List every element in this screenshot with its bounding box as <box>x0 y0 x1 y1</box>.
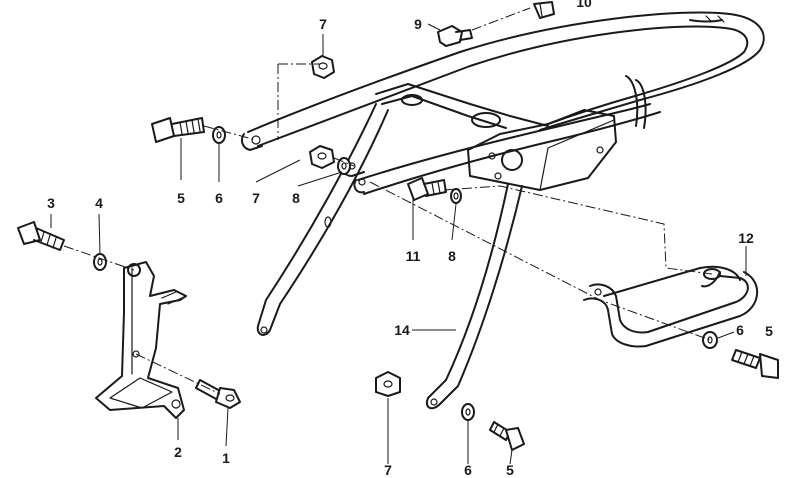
callout-2: 2 <box>174 444 182 460</box>
nut-7-middle <box>309 145 335 169</box>
callout-5-bottom: 5 <box>506 462 514 478</box>
right-strut <box>426 183 523 410</box>
washer-8-middle <box>337 157 351 175</box>
callout-1: 1 <box>222 450 230 466</box>
rear-frame-loop <box>241 11 765 195</box>
callout-7-bottom: 7 <box>384 462 392 478</box>
washer-6-right <box>702 331 718 349</box>
washer-6-bottom <box>461 403 475 421</box>
callout-8-right: 8 <box>448 248 456 264</box>
bolt-11 <box>407 177 447 201</box>
callout-12: 12 <box>738 230 754 246</box>
left-strut <box>256 103 389 336</box>
washer-8-right <box>450 188 462 204</box>
callout-5-right: 5 <box>765 323 773 339</box>
bolt-3 <box>17 221 65 251</box>
callout-7-top: 7 <box>319 16 327 32</box>
callout-10: 10 <box>576 0 592 10</box>
callout-6-right: 6 <box>736 322 744 338</box>
callout-14: 14 <box>394 322 410 338</box>
bolt-1 <box>195 379 241 409</box>
bolt-5-right <box>731 349 779 379</box>
washer-6-upper <box>212 126 226 144</box>
bracket-housing <box>467 109 617 191</box>
assembly-axes <box>63 7 713 395</box>
callout-8-middle: 8 <box>292 190 300 206</box>
side-bracket <box>95 261 187 419</box>
nut-7-bottom <box>375 371 401 397</box>
callout-9: 9 <box>414 16 422 32</box>
callout-7-middle: 7 <box>252 190 260 206</box>
grab-bar-12 <box>583 265 759 348</box>
bolt-5-bottom <box>489 421 525 451</box>
callout-6-upper: 6 <box>215 190 223 206</box>
callout-3: 3 <box>47 195 55 211</box>
callout-4: 4 <box>95 195 103 211</box>
callout-11: 11 <box>405 248 421 264</box>
leader-lines <box>50 23 747 465</box>
callout-6-bottom: 6 <box>464 462 472 478</box>
clip-10 <box>533 1 555 19</box>
washer-4 <box>93 253 107 271</box>
bolt-5-upper <box>151 117 205 143</box>
nut-7-top <box>311 55 335 79</box>
callout-5-upper: 5 <box>177 190 185 206</box>
clamp-9 <box>437 25 473 47</box>
